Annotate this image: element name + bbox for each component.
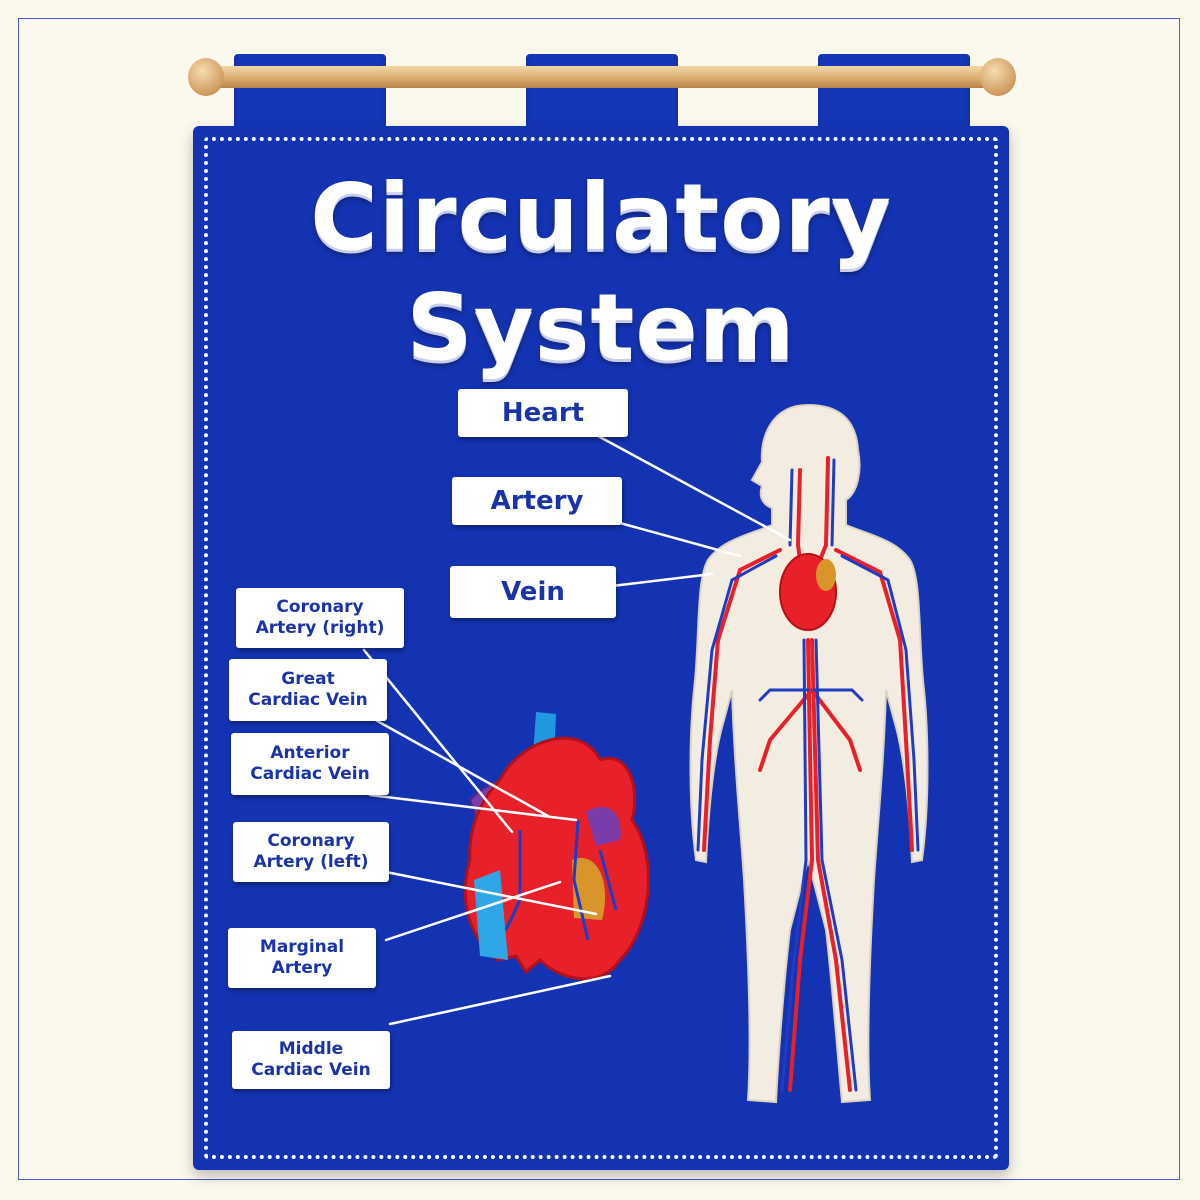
label-line: Artery (271, 958, 333, 978)
large-heart (463, 712, 650, 981)
label-anterior-cardiac-vein: Anterior Cardiac Vein (231, 733, 389, 795)
aortic-arch (542, 752, 616, 792)
label-coronary-artery-left: Coronary Artery (left) (233, 822, 389, 882)
wooden-rod (200, 66, 1000, 88)
label-line: Cardiac Vein (251, 1060, 371, 1080)
label-line: Coronary (267, 831, 355, 851)
label-line: Artery (right) (255, 618, 385, 638)
label-vein: Vein (450, 566, 616, 618)
label-line: Cardiac Vein (248, 690, 368, 710)
label-line: Cardiac Vein (250, 764, 370, 784)
body-heart-atrium (816, 559, 836, 591)
arteries (702, 456, 914, 1092)
label-line: Anterior (270, 743, 350, 763)
rod-knob-left (188, 58, 224, 96)
banner-trim (204, 137, 998, 1159)
label-heart: Heart (458, 389, 628, 437)
label-line: Middle (278, 1039, 344, 1059)
title-line-1: Circulatory (310, 164, 892, 271)
label-great-cardiac-vein: Great Cardiac Vein (229, 659, 387, 721)
title-line-2: System (406, 274, 796, 381)
left-atrium (586, 807, 621, 846)
label-line: Coronary (276, 597, 364, 617)
label-strings (362, 434, 792, 1026)
label-line: Great (281, 669, 335, 689)
label-artery: Artery (452, 477, 622, 525)
label-line: Artery (left) (253, 852, 369, 872)
veins (696, 458, 920, 1092)
label-coronary-artery-right: Coronary Artery (right) (236, 588, 404, 648)
label-middle-cardiac-vein: Middle Cardiac Vein (232, 1031, 390, 1089)
rod-knob-right (980, 58, 1016, 96)
outer-frame (18, 18, 1180, 1180)
label-marginal-artery: Marginal Artery (228, 928, 376, 988)
label-line: Marginal (259, 937, 345, 957)
